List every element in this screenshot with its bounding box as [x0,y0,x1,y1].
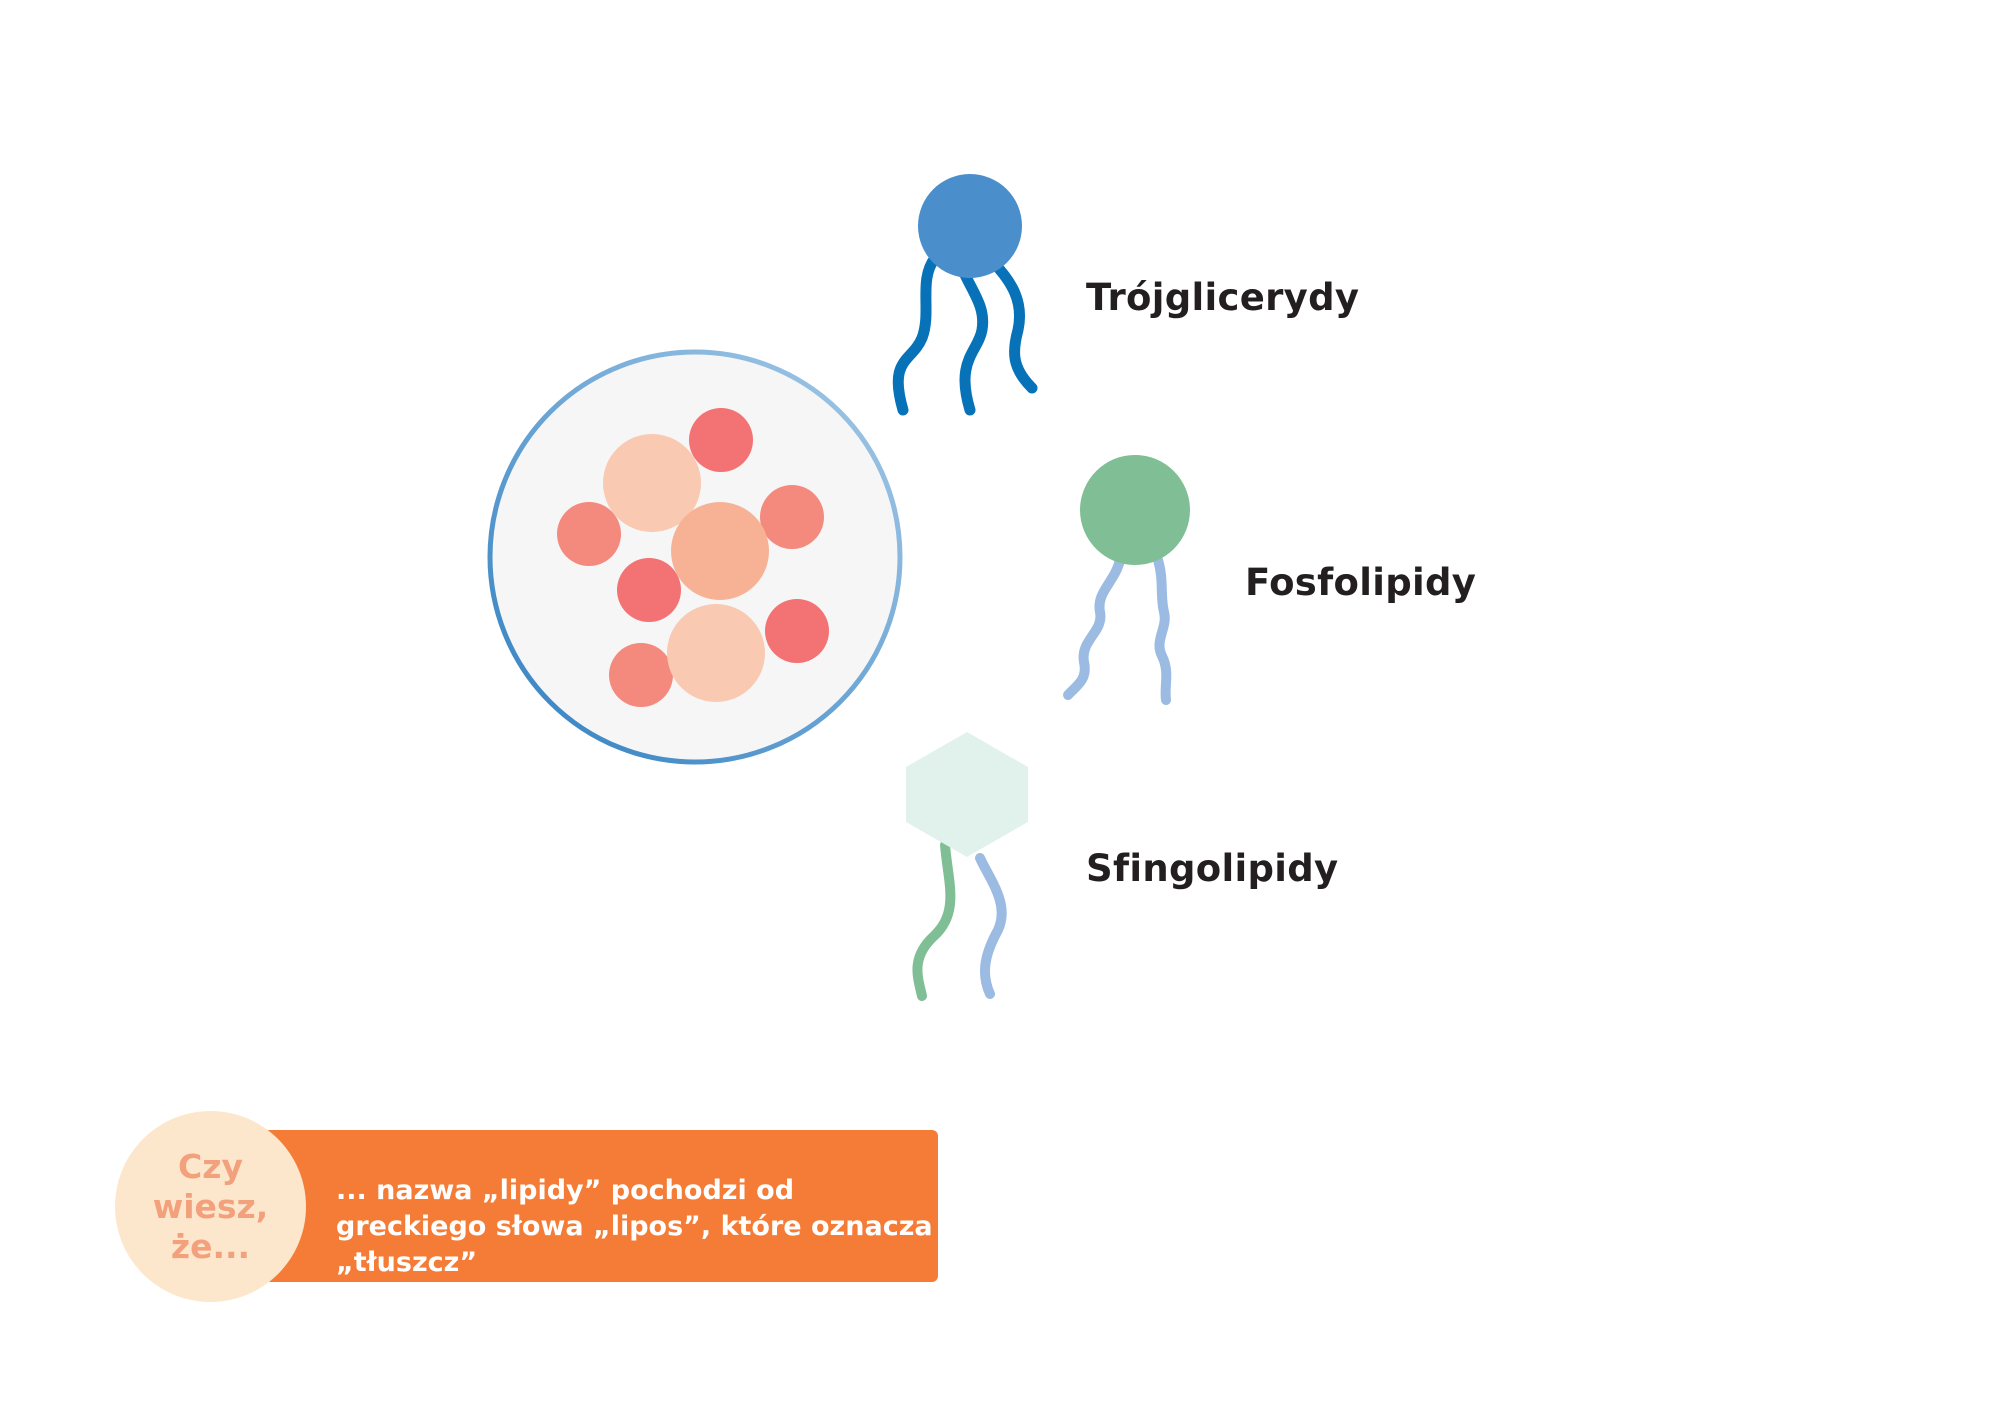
droplet-coral [760,485,824,549]
droplet-coral [609,643,673,707]
droplet-peach [667,604,765,702]
did-you-know-text: Czy wiesz, że... [152,1146,269,1266]
droplet-salmon [671,502,769,600]
phospholipid-tail [1153,555,1172,705]
did-you-know-bubble: Czy wiesz, że... [115,1111,306,1302]
lipid-droplet-circle [487,349,903,765]
triglyceride-tail [956,262,989,416]
droplet-red [765,599,829,663]
sphingolipid-tail-right [975,853,1007,999]
droplet-peach [603,434,701,532]
phospholipid-tail [1063,555,1125,700]
sphingolipid-tail-left [912,840,956,1001]
triglyceride-tail [987,256,1038,394]
phospholipid-molecule [1063,455,1190,705]
droplet-coral [557,502,621,566]
sphingolipid-molecule [906,732,1028,1001]
phospholipid-head [1080,455,1190,565]
label-phospholipids: Fosfolipidy [1245,561,1477,604]
sphingolipid-head-hexagon [906,732,1028,857]
fact-text: ... nazwa „lipidy” pochodzi od greckiego… [336,1175,933,1278]
droplet-red [689,408,753,472]
label-sphingolipids: Sfingolipidy [1086,847,1339,890]
triglyceride-tail [892,252,941,416]
label-triglycerides: Trójglicerydy [1086,276,1360,319]
triglyceride-head [918,174,1022,278]
fact-banner [258,1130,938,1282]
droplet-red [617,558,681,622]
triglyceride-molecule [892,174,1038,416]
